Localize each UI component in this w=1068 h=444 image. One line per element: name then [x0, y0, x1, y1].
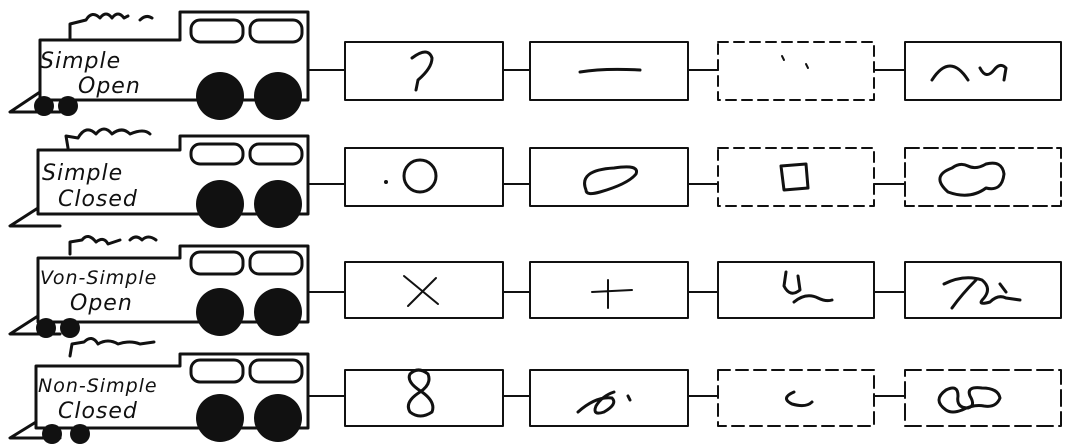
faint-mark-icon [782, 56, 808, 68]
train-row: Von-Simple Open [10, 236, 1061, 338]
locomotive: Simple Open [10, 12, 308, 120]
cowcatcher [10, 208, 60, 226]
row-label-line1: Non-Simple [38, 375, 158, 397]
plus-icon [592, 280, 632, 308]
big-wheel [196, 72, 244, 120]
oval-icon [585, 167, 637, 194]
double-loop-icon [939, 388, 1000, 412]
train-car [530, 42, 688, 100]
closed-blob-icon [940, 163, 1004, 195]
train-car [345, 148, 503, 206]
question-mark-icon [412, 52, 432, 90]
cab-window [250, 20, 302, 42]
train-car [718, 42, 874, 100]
row-label-line2: Closed [58, 399, 138, 424]
big-wheel [196, 394, 244, 442]
smoke-icon [66, 129, 150, 148]
circle-icon [404, 160, 436, 192]
row-label-line2: Open [70, 291, 133, 316]
row-label-line2: Closed [58, 187, 138, 212]
smoke-icon [70, 14, 152, 38]
row-label-line1: Simple [40, 49, 121, 74]
cab-window [250, 144, 302, 164]
cab-window [191, 144, 243, 164]
train-car [718, 148, 874, 206]
figure-eight-icon [408, 370, 433, 416]
small-loop-icon [786, 392, 812, 406]
wavy-curve-icon [932, 65, 1006, 80]
train-car [345, 370, 503, 426]
train-car [718, 370, 874, 426]
train-car [905, 148, 1061, 206]
train-car [905, 370, 1061, 426]
looped-curve-icon [784, 272, 832, 302]
square-icon [781, 164, 808, 190]
locomotive: Von-Simple Open [10, 236, 308, 338]
small-wheel [58, 96, 78, 116]
big-wheel [254, 394, 302, 442]
big-wheel [196, 180, 244, 228]
small-wheel [70, 424, 90, 444]
small-wheel [60, 318, 80, 338]
small-wheel [36, 318, 56, 338]
train-car [718, 262, 874, 318]
row-label-line2: Open [78, 74, 141, 99]
row-label-line1: Von-Simple [40, 267, 157, 289]
dot-mark [384, 180, 388, 184]
big-wheel [254, 180, 302, 228]
train-row: Simple Open [10, 12, 1061, 120]
smoke-icon [70, 236, 156, 254]
big-wheel [196, 288, 244, 336]
train-car [905, 262, 1061, 318]
crossing-squiggle-icon [944, 278, 1020, 308]
cab-window [191, 20, 243, 42]
train-row: Simple Closed [10, 129, 1061, 228]
cab-window [250, 252, 302, 274]
small-wheel [34, 96, 54, 116]
cab-window [191, 360, 243, 382]
cab-window [191, 252, 243, 274]
cab-window [250, 360, 302, 382]
train-row: Non-Simple Closed [10, 338, 1061, 444]
smoke-icon [70, 338, 154, 356]
small-wheel [42, 424, 62, 444]
locomotive: Simple Closed [10, 129, 308, 228]
row-label-line1: Simple [42, 161, 123, 186]
fish-loop-icon [578, 392, 630, 413]
straight-line-icon [580, 69, 640, 72]
x-cross-icon [404, 276, 438, 306]
train-car [530, 148, 688, 206]
locomotive: Non-Simple Closed [10, 338, 308, 444]
big-wheel [254, 288, 302, 336]
big-wheel [254, 72, 302, 120]
